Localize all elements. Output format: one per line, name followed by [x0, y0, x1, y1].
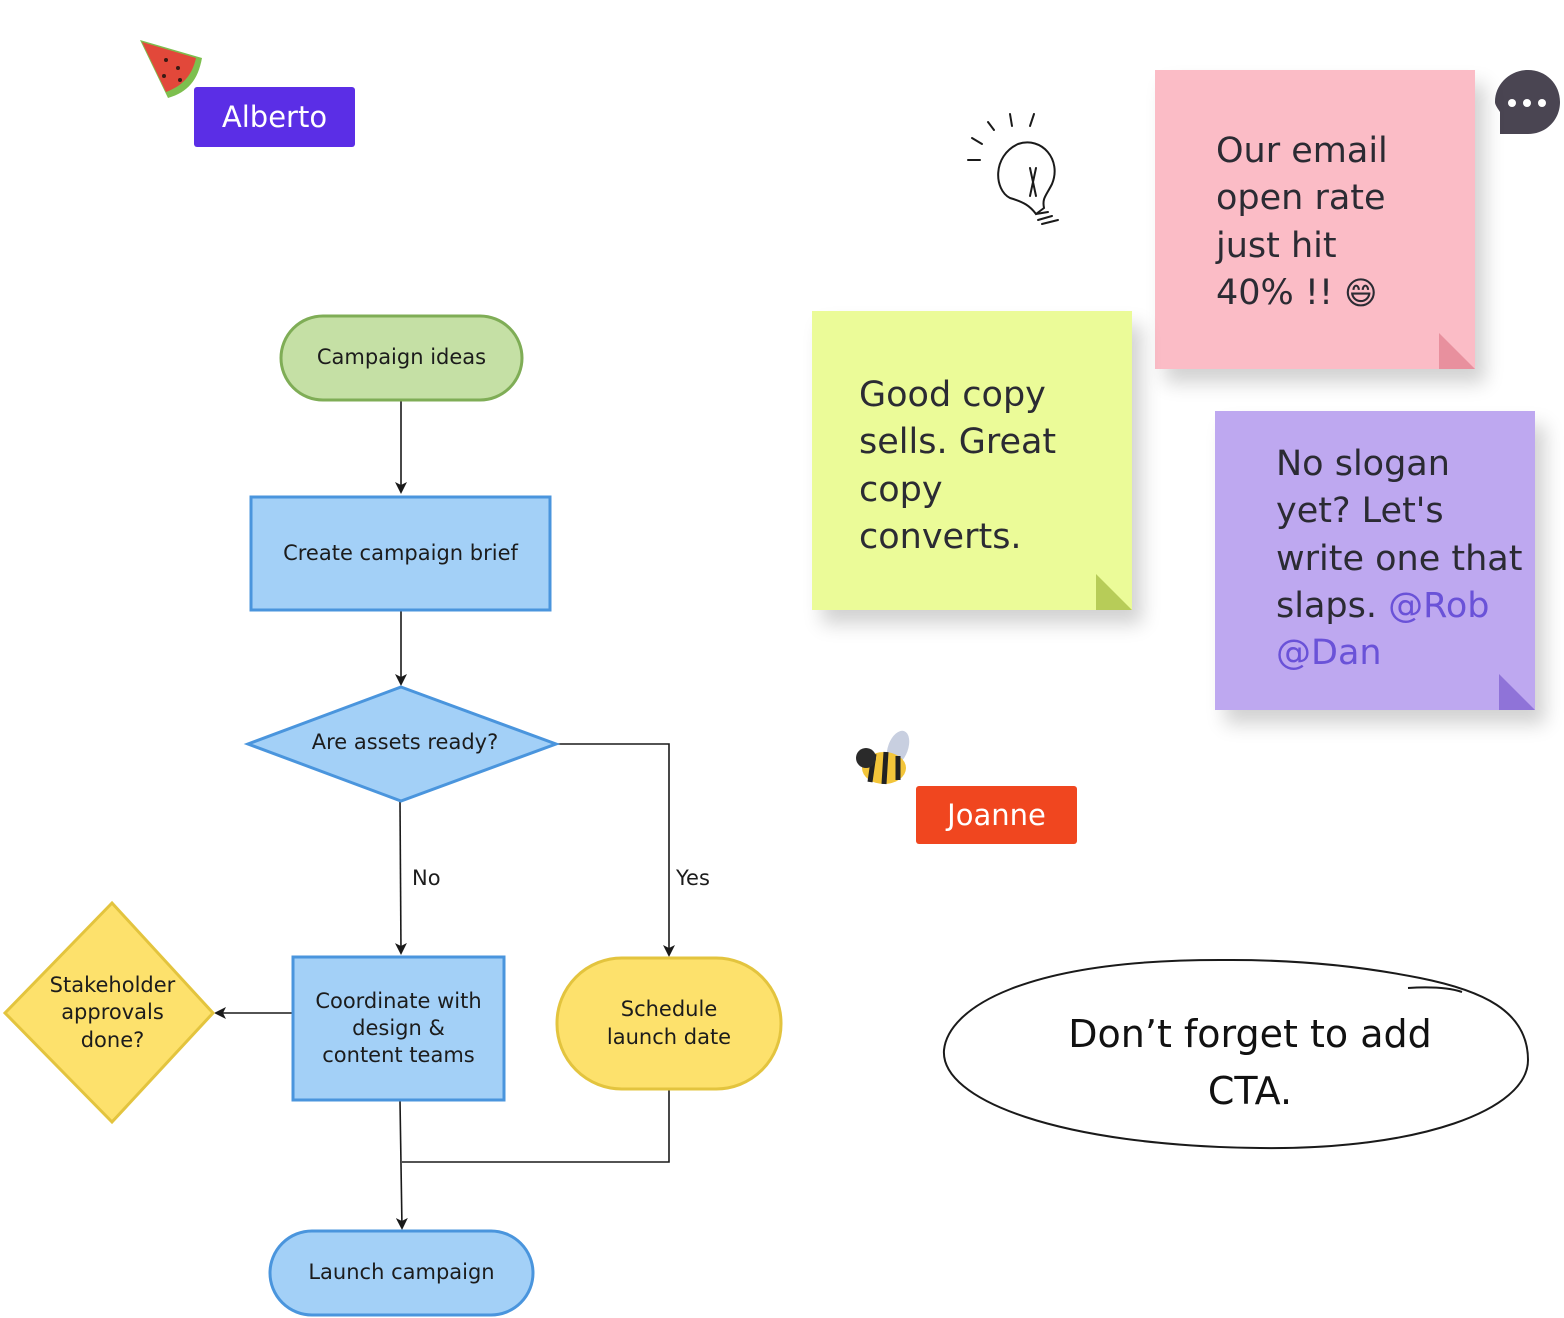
sticky-fold [1499, 674, 1535, 710]
edge-decision-yes [556, 743, 675, 957]
edge-label-yes: Yes [676, 866, 710, 890]
sticky-note-purple-text: No slogan yet? Let's write one that slap… [1276, 444, 1523, 673]
node-schedule[interactable]: Schedule launch date [606, 997, 732, 1049]
node-brief[interactable]: Create campaign brief [283, 540, 518, 565]
sticky-note-yellow-text: Good copy sells. Great copy converts. [859, 375, 1057, 557]
lightbulb-icon [967, 113, 1059, 225]
edge-coordinate-launch [395, 1100, 408, 1230]
node-approvals-shape [2, 900, 216, 1125]
node-start-shape [279, 314, 524, 402]
node-schedule-shape [555, 956, 783, 1091]
node-coordinate-shape [291, 955, 506, 1102]
node-decision-shape [243, 685, 561, 803]
node-start[interactable]: Campaign ideas [316, 345, 487, 370]
cursor-tag-joanne: Joanne [916, 786, 1077, 844]
sticky-note-pink-text: Our email open rate just hit 40% !! 😄 [1216, 131, 1388, 313]
edge-schedule-launch [402, 1090, 670, 1163]
grin-emoji: 😄 [1344, 273, 1378, 312]
node-launch-shape [268, 1229, 535, 1317]
mention-dan[interactable]: @Dan [1276, 633, 1382, 673]
node-coordinate[interactable]: Coordinate with design & content teams [315, 988, 482, 1068]
sticky-fold [1096, 574, 1132, 610]
node-approvals[interactable]: Stakeholder approvals done? [49, 973, 176, 1052]
edge-decision-no [394, 801, 407, 955]
callout-text[interactable]: Don’t forget to add CTA. [1068, 1012, 1432, 1113]
watermelon-icon [140, 40, 202, 98]
sticky-fold [1439, 333, 1475, 369]
cursor-tag-alberto: Alberto [194, 87, 355, 147]
sticky-note-pink[interactable] [1155, 70, 1475, 369]
bee-icon [856, 730, 910, 785]
edge-label-no: No [412, 866, 441, 890]
node-brief-shape [249, 495, 552, 612]
sticky-note-purple[interactable] [1215, 411, 1535, 710]
node-decision[interactable]: Are assets ready? [311, 730, 499, 755]
chat-bubble-icon [1495, 70, 1560, 134]
sticky-note-yellow[interactable] [812, 311, 1132, 610]
callout-shape [942, 958, 1530, 1150]
mention-rob[interactable]: @Rob [1388, 585, 1490, 626]
node-launch[interactable]: Launch campaign [308, 1260, 495, 1285]
